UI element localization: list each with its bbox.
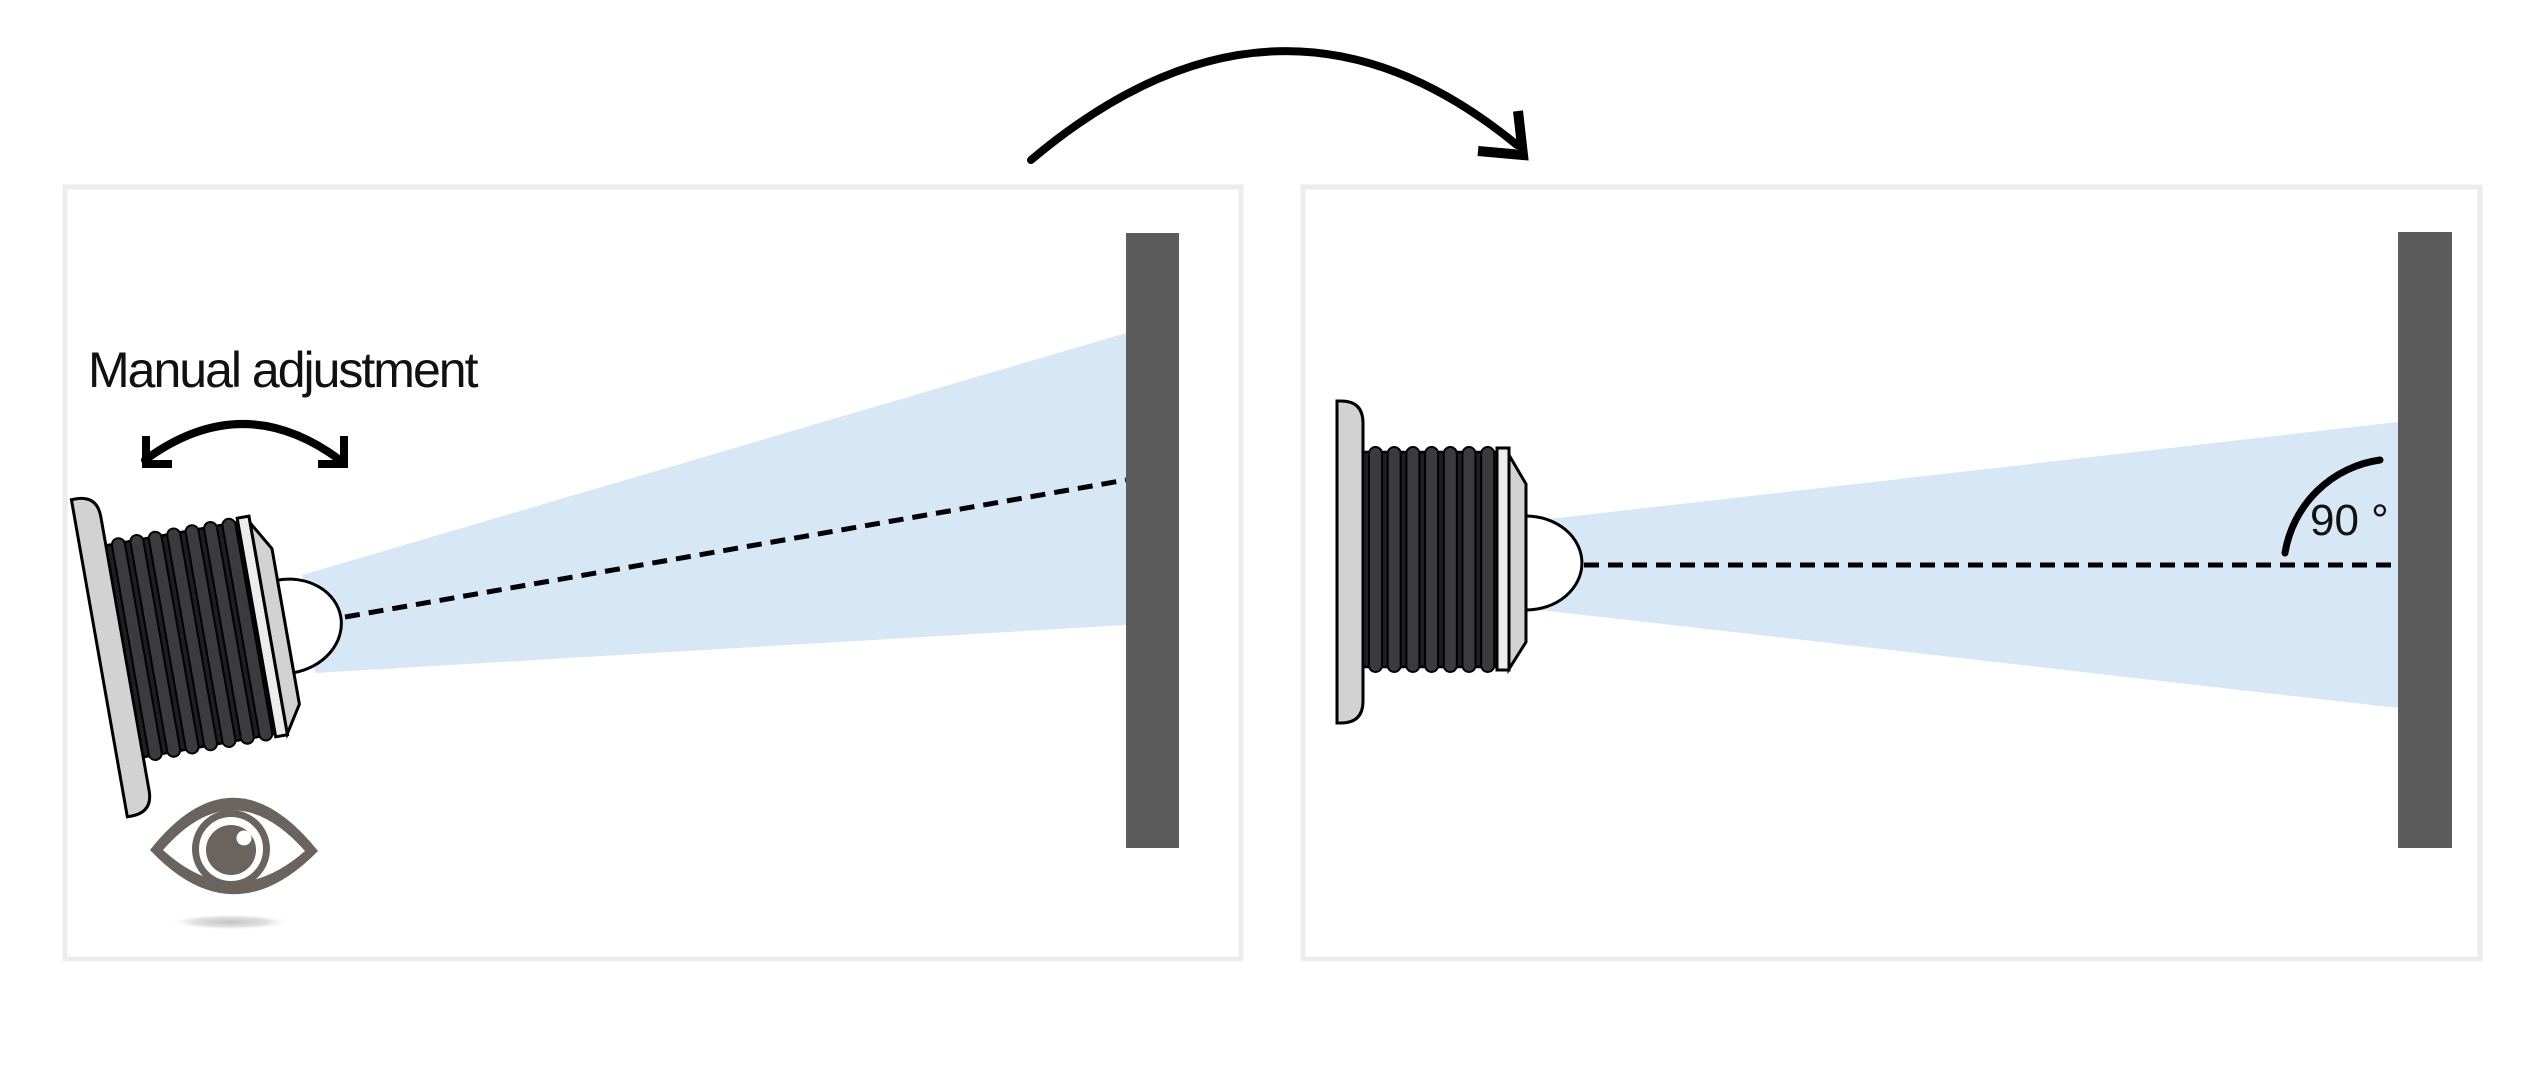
adjust-arrow-head-right [318, 436, 348, 468]
curved-double-arrow-icon [141, 420, 348, 468]
adjust-arrow-head-left [142, 436, 172, 468]
eye-highlight [236, 830, 252, 846]
angle-label: 90 ° [2310, 496, 2389, 545]
arrow-arc [1027, 47, 1521, 164]
curved-arrow-right-icon [1027, 47, 1529, 164]
optical-axis-dashed-line [344, 477, 1127, 620]
target-wall [2398, 232, 2452, 848]
panel-aligned: 90 ° [1300, 184, 2483, 962]
panel-manual-adjustment: Manual adjustment [62, 184, 1244, 962]
manual-adjustment-label: Manual adjustment [88, 342, 479, 398]
target-wall [1126, 233, 1179, 848]
adjust-arc [141, 420, 344, 464]
eye-shadow [168, 914, 292, 930]
eye-icon [150, 797, 318, 930]
angle-arc-icon [2281, 456, 2384, 557]
arrow-head [1477, 110, 1529, 161]
detection-beam [302, 333, 1126, 673]
